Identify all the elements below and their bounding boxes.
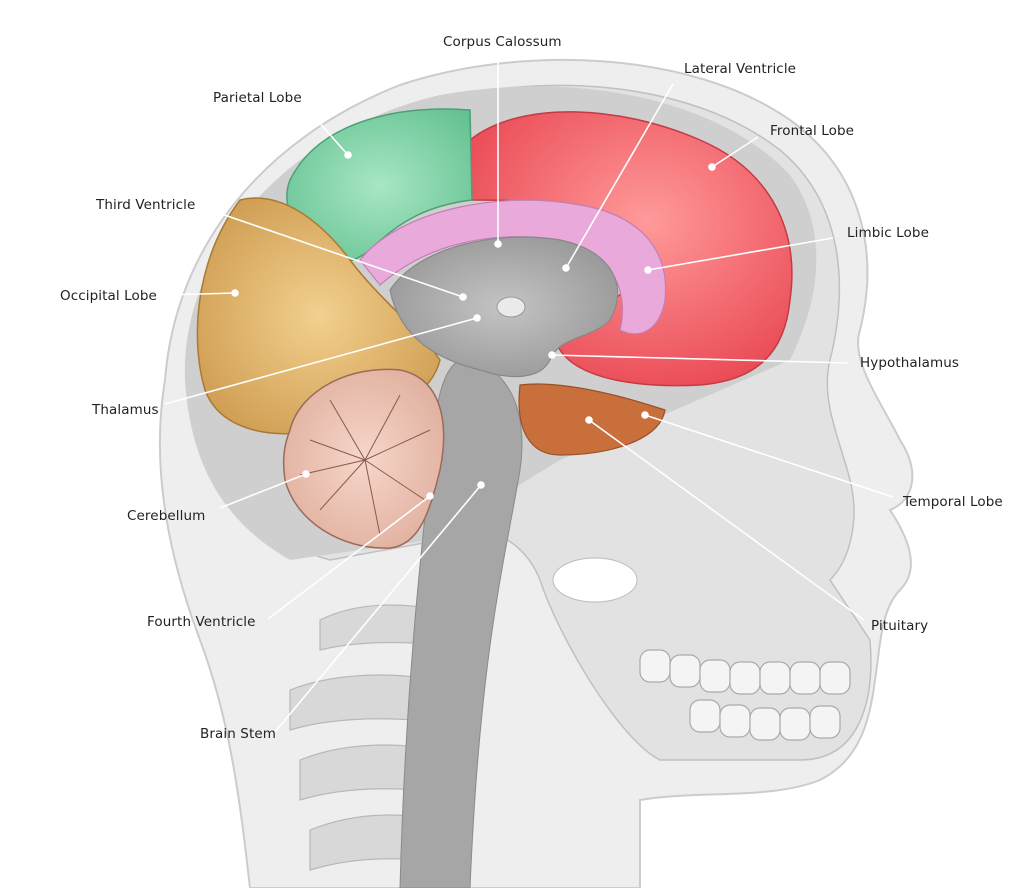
limbic-lobe: [359, 199, 667, 335]
cerebellum-folia: [299, 394, 431, 536]
leader-lines: [164, 52, 894, 733]
label-cerebellum: Cerebellum: [127, 508, 206, 524]
teeth: [639, 649, 851, 741]
label-brain-stem: Brain Stem: [200, 726, 277, 742]
eye-socket: [552, 557, 638, 603]
label-frontal-lobe: Frontal Lobe: [770, 123, 855, 139]
label-parietal-lobe: Parietal Lobe: [213, 90, 302, 106]
label-fourth-ventricle: Fourth Ventricle: [147, 614, 256, 630]
label-limbic-lobe: Limbic Lobe: [847, 225, 929, 241]
label-pituitary: Pituitary: [871, 618, 929, 634]
label-lateral-ventricle: Lateral Ventricle: [684, 61, 797, 77]
label-third-ventricle: Third Ventricle: [96, 197, 196, 213]
label-occipital-lobe: Occipital Lobe: [60, 288, 157, 304]
label-hypothalamus: Hypothalamus: [860, 355, 960, 371]
label-temporal-lobe: Temporal Lobe: [903, 494, 1003, 510]
label-thalamus: Thalamus: [92, 402, 159, 418]
label-corpus-callosum: Corpus Calossum: [443, 34, 562, 50]
